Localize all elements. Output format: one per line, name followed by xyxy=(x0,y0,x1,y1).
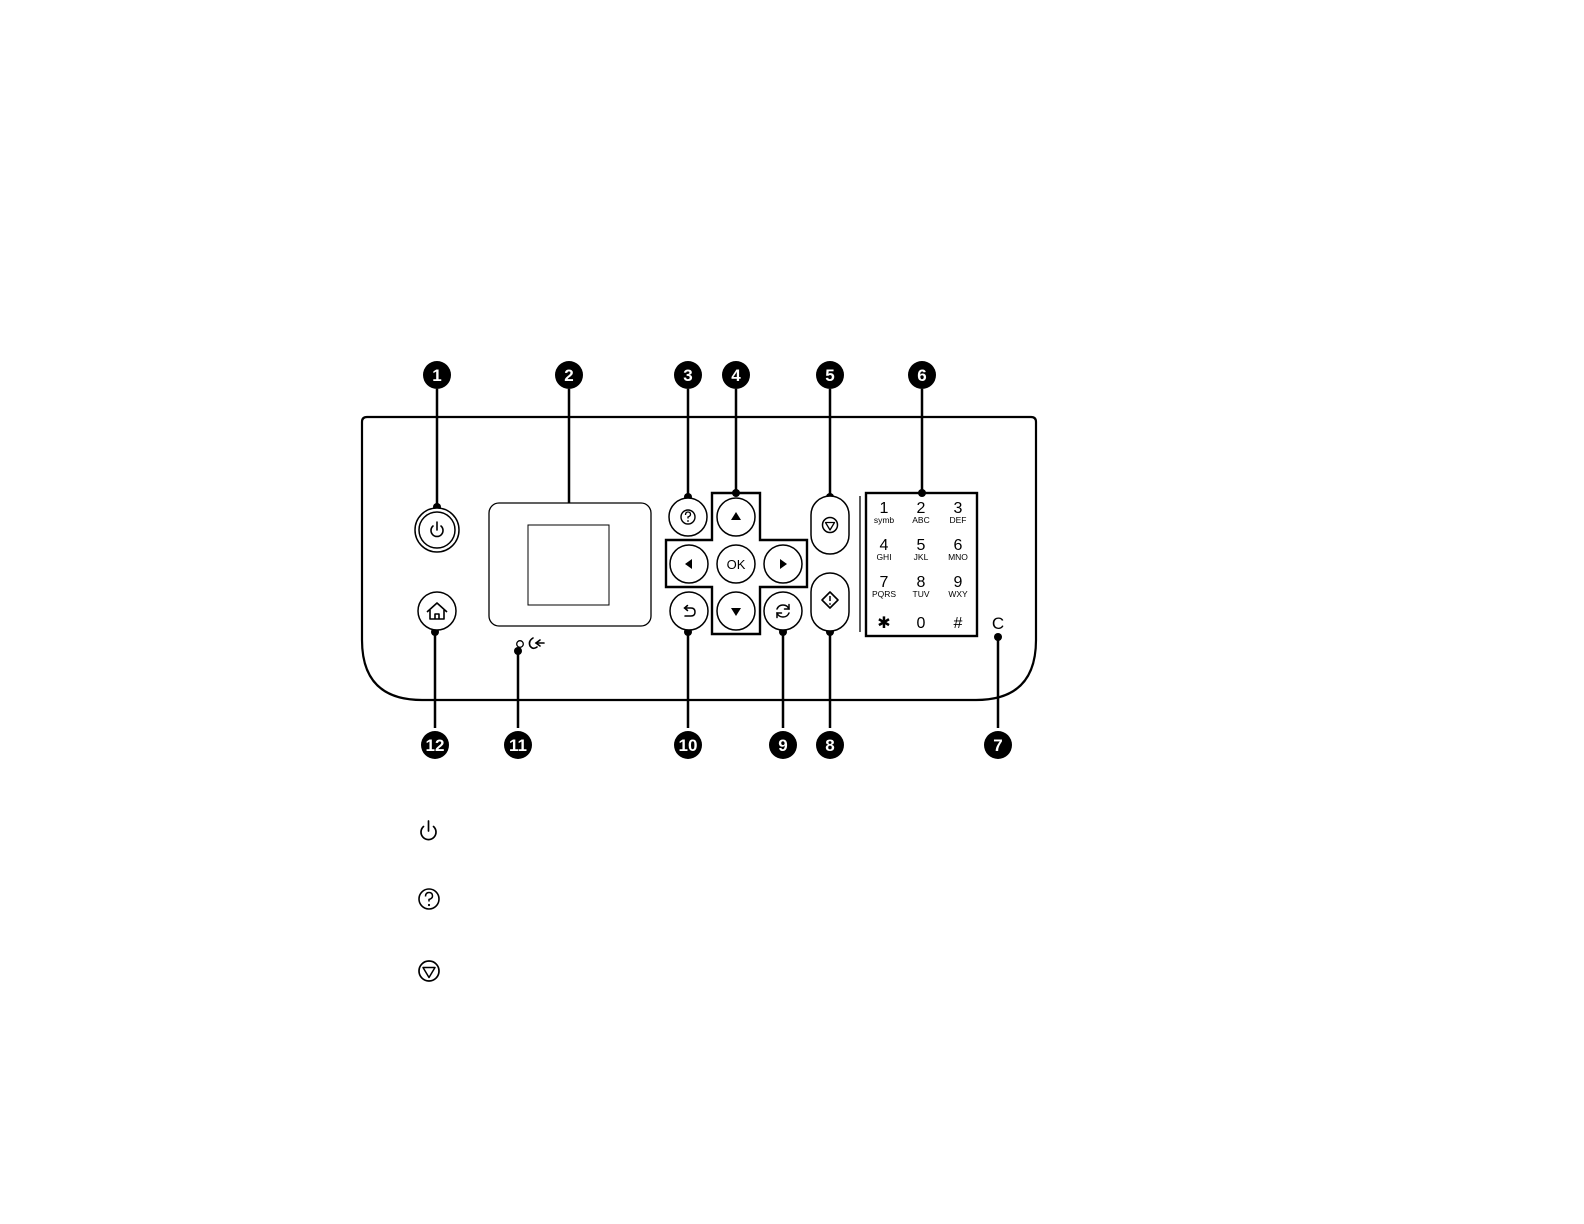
lcd-screen xyxy=(489,503,651,626)
reset-button[interactable] xyxy=(764,592,802,630)
callout-6: 6 xyxy=(908,361,936,389)
svg-text:0: 0 xyxy=(917,615,926,632)
svg-text:2: 2 xyxy=(564,366,573,385)
power-light xyxy=(517,641,524,648)
fax-icon xyxy=(529,638,544,648)
svg-text:symb: symb xyxy=(874,515,895,525)
svg-text:11: 11 xyxy=(509,736,527,755)
svg-text:1: 1 xyxy=(432,366,441,385)
left-arrow-button[interactable] xyxy=(670,545,708,583)
callout-4: 4 xyxy=(722,361,750,389)
svg-text:7: 7 xyxy=(993,736,1002,755)
svg-text:12: 12 xyxy=(426,736,445,755)
svg-text:5: 5 xyxy=(825,366,834,385)
svg-text:#: # xyxy=(954,615,963,632)
svg-text:✱: ✱ xyxy=(877,615,890,632)
svg-text:10: 10 xyxy=(679,736,698,755)
ok-button[interactable]: OK xyxy=(717,545,755,583)
status-lights xyxy=(517,638,544,648)
svg-text:PQRS: PQRS xyxy=(872,589,896,599)
clear-key[interactable]: C xyxy=(992,614,1004,633)
key-hash[interactable]: # xyxy=(954,615,963,632)
callout-7: 7 xyxy=(984,731,1012,759)
svg-text:8: 8 xyxy=(825,736,834,755)
back-button[interactable] xyxy=(670,592,708,630)
svg-text:JKL: JKL xyxy=(914,552,929,562)
svg-text:ABC: ABC xyxy=(912,515,929,525)
right-arrow-button[interactable] xyxy=(764,545,802,583)
callout-1: 1 xyxy=(423,361,451,389)
callout-3: 3 xyxy=(674,361,702,389)
svg-text:DEF: DEF xyxy=(950,515,967,525)
up-arrow-button[interactable] xyxy=(717,498,755,536)
stop-button[interactable] xyxy=(811,496,849,554)
svg-text:4: 4 xyxy=(731,366,741,385)
svg-text:9: 9 xyxy=(778,736,787,755)
callout-8: 8 xyxy=(816,731,844,759)
svg-text:3: 3 xyxy=(683,366,692,385)
legend-stop-icon xyxy=(419,961,439,981)
callout-12: 12 xyxy=(421,731,449,759)
callout-10: 10 xyxy=(674,731,702,759)
key-star[interactable]: ✱ xyxy=(877,615,890,632)
ok-label: OK xyxy=(727,557,746,572)
svg-text:MNO: MNO xyxy=(948,552,968,562)
help-button[interactable] xyxy=(669,498,707,536)
svg-text:6: 6 xyxy=(917,366,926,385)
power-button[interactable] xyxy=(415,508,459,552)
legend-power-icon xyxy=(421,821,436,840)
callout-5: 5 xyxy=(816,361,844,389)
legend-help-icon xyxy=(419,889,439,909)
down-arrow-button[interactable] xyxy=(717,592,755,630)
start-button[interactable] xyxy=(811,573,849,631)
svg-text:WXY: WXY xyxy=(948,589,968,599)
callout-11: 11 xyxy=(504,731,532,759)
callout-2: 2 xyxy=(555,361,583,389)
svg-text:GHI: GHI xyxy=(876,552,891,562)
home-button[interactable] xyxy=(418,592,456,630)
callout-9: 9 xyxy=(769,731,797,759)
svg-text:TUV: TUV xyxy=(913,589,930,599)
key-0[interactable]: 0 xyxy=(917,615,926,632)
